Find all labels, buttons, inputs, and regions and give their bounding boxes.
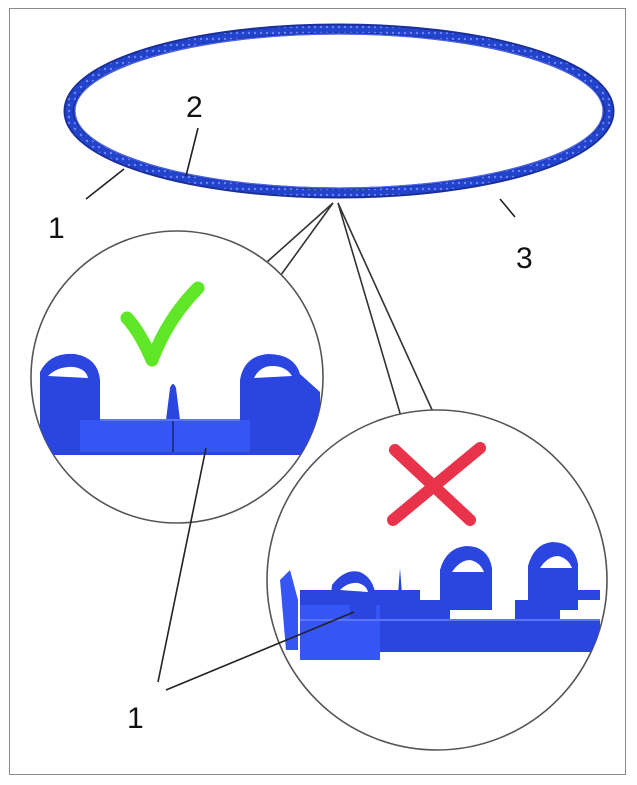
clip-profile-incorrect: [280, 542, 600, 660]
callout-detail-bottom: 1: [127, 702, 144, 735]
check-icon: [120, 281, 205, 367]
leader-lines: [85, 127, 516, 691]
detail-circle-correct: [30, 230, 324, 524]
detail-circle-incorrect: [266, 409, 608, 751]
callout-ring-right: 3: [516, 242, 533, 275]
callout-ring-left: 1: [48, 212, 65, 245]
cross-icon: [387, 442, 486, 526]
clip-profile-correct: [40, 353, 320, 455]
callout-ring-top: 2: [186, 91, 203, 124]
zoom-connectors: [257, 202, 434, 421]
ring-seal: [63, 23, 615, 199]
